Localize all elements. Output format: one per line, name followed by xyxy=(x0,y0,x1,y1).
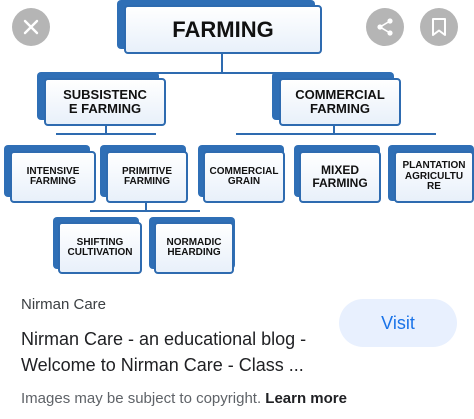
normadic-hearding-node: NORMADIC HEARDING xyxy=(154,222,234,274)
mixed-farming-label: MIXED FARMING xyxy=(312,163,368,190)
close-button[interactable] xyxy=(12,8,50,46)
intensive-farming-label: INTENSIVE FARMING xyxy=(26,165,80,187)
primitive-farming-node: PRIMITIVE FARMING xyxy=(106,151,188,203)
source-name[interactable]: Nirman Care xyxy=(21,296,107,313)
commercial-grain-label: COMMERCIAL GRAIN xyxy=(209,165,279,187)
normadic-hearding-label: NORMADIC HEARDING xyxy=(166,236,222,258)
subsistence-farming-label: SUBSISTENC E FARMING xyxy=(63,87,147,116)
close-icon xyxy=(23,19,39,35)
connector xyxy=(105,126,107,134)
plantation-agriculture-node: PLANTATION AGRICULTU RE xyxy=(394,151,474,203)
visit-button[interactable]: Visit xyxy=(339,299,457,347)
commercial-grain-node: COMMERCIAL GRAIN xyxy=(203,151,285,203)
result-title[interactable]: Nirman Care - an educational blog - Welc… xyxy=(21,329,307,375)
copyright-text: Images may be subject to copyright. xyxy=(21,390,262,407)
commercial-farming-label: COMMERCIAL FARMING xyxy=(295,87,385,116)
shifting-cultivation-label: SHIFTING CULTIVATION xyxy=(67,236,133,258)
intensive-farming-node: INTENSIVE FARMING xyxy=(10,151,96,203)
primitive-farming-label: PRIMITIVE FARMING xyxy=(121,165,172,187)
bookmark-icon xyxy=(432,18,446,36)
root-node: FARMING xyxy=(124,5,322,54)
mixed-farming-node: MIXED FARMING xyxy=(299,151,381,203)
connector xyxy=(221,54,223,72)
save-button[interactable] xyxy=(420,8,458,46)
copyright-notice: Images may be subject to copyright. Lear… xyxy=(21,390,347,407)
connector xyxy=(100,72,340,74)
connector xyxy=(90,210,200,212)
share-button[interactable] xyxy=(366,8,404,46)
subsistence-farming-node: SUBSISTENC E FARMING xyxy=(44,78,166,126)
root-label: FARMING xyxy=(172,16,274,42)
connector xyxy=(56,133,156,135)
result-image[interactable]: FARMING SUBSISTENC E FARMING COMMERCIAL … xyxy=(0,0,474,278)
plantation-agriculture-label: PLANTATION AGRICULTU RE xyxy=(402,160,466,193)
commercial-farming-node: COMMERCIAL FARMING xyxy=(279,78,401,126)
connector xyxy=(333,126,335,134)
learn-more-link[interactable]: Learn more xyxy=(265,390,347,407)
shifting-cultivation-node: SHIFTING CULTIVATION xyxy=(58,222,142,274)
connector xyxy=(236,133,436,135)
connector xyxy=(145,200,147,211)
share-icon xyxy=(377,18,393,36)
